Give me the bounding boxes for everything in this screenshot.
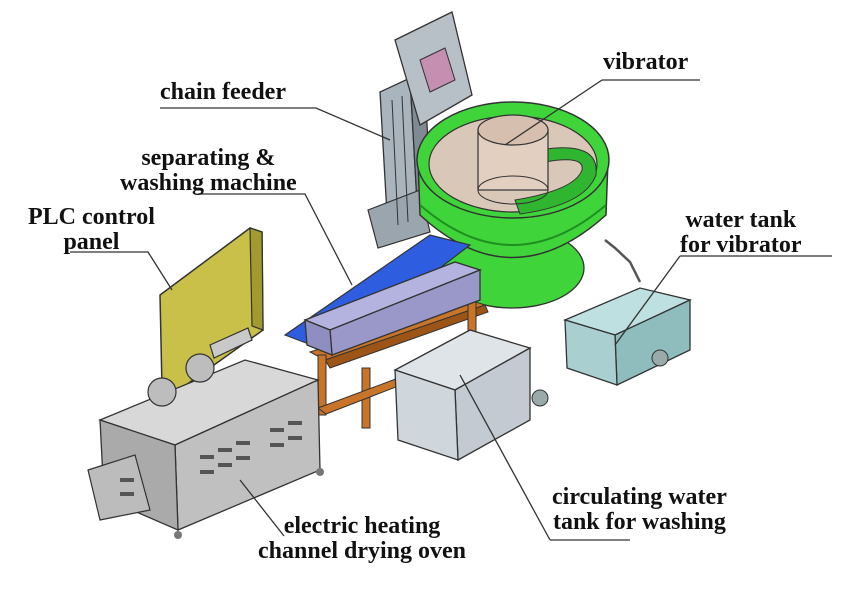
label-chain-feeder-text: chain feeder xyxy=(160,79,286,105)
leader-separating xyxy=(198,193,353,286)
label-water-tank-line2: for vibrator xyxy=(680,232,802,258)
chain-feeder-machine xyxy=(367,11,473,249)
label-vibrator: vibrator xyxy=(603,50,688,75)
leader-lines xyxy=(70,79,832,541)
label-chain-feeder: chain feeder xyxy=(160,80,286,105)
label-drying-oven: electric heating channel drying oven xyxy=(258,514,466,564)
label-circulating-line1: circulating water xyxy=(552,484,727,510)
label-plc-panel: PLC control panel xyxy=(28,205,155,255)
leader-vibrator-line xyxy=(504,79,603,146)
separating-washing-machine xyxy=(283,234,482,356)
label-vibrator-text: vibrator xyxy=(603,49,689,75)
leader-chain-feeder xyxy=(160,107,391,141)
drying-oven xyxy=(87,327,324,539)
leader-water-tank xyxy=(614,255,681,346)
vibrator-water-tank xyxy=(563,239,692,387)
label-separating-line2: washing machine xyxy=(120,170,297,196)
label-plc-line2: panel xyxy=(63,229,120,255)
label-circulating-line2: tank for washing xyxy=(552,509,726,535)
vibrator-bowl xyxy=(416,101,610,309)
label-separating-washing: separating & washing machine xyxy=(120,146,297,196)
plc-control-panel xyxy=(159,227,264,396)
leader-plc xyxy=(70,251,173,291)
label-water-tank-vibrator: water tank for vibrator xyxy=(680,208,802,258)
label-separating-line1: separating & xyxy=(141,145,276,171)
label-oven-line1: electric heating xyxy=(283,513,441,539)
label-circulating-tank: circulating water tank for washing xyxy=(552,485,727,535)
label-water-tank-line1: water tank xyxy=(685,207,797,233)
leader-circulating xyxy=(459,374,551,541)
label-oven-line2: channel drying oven xyxy=(258,538,467,564)
circulating-water-tank xyxy=(393,329,549,462)
leader-oven xyxy=(239,479,285,537)
label-plc-line1: PLC control xyxy=(28,204,155,230)
